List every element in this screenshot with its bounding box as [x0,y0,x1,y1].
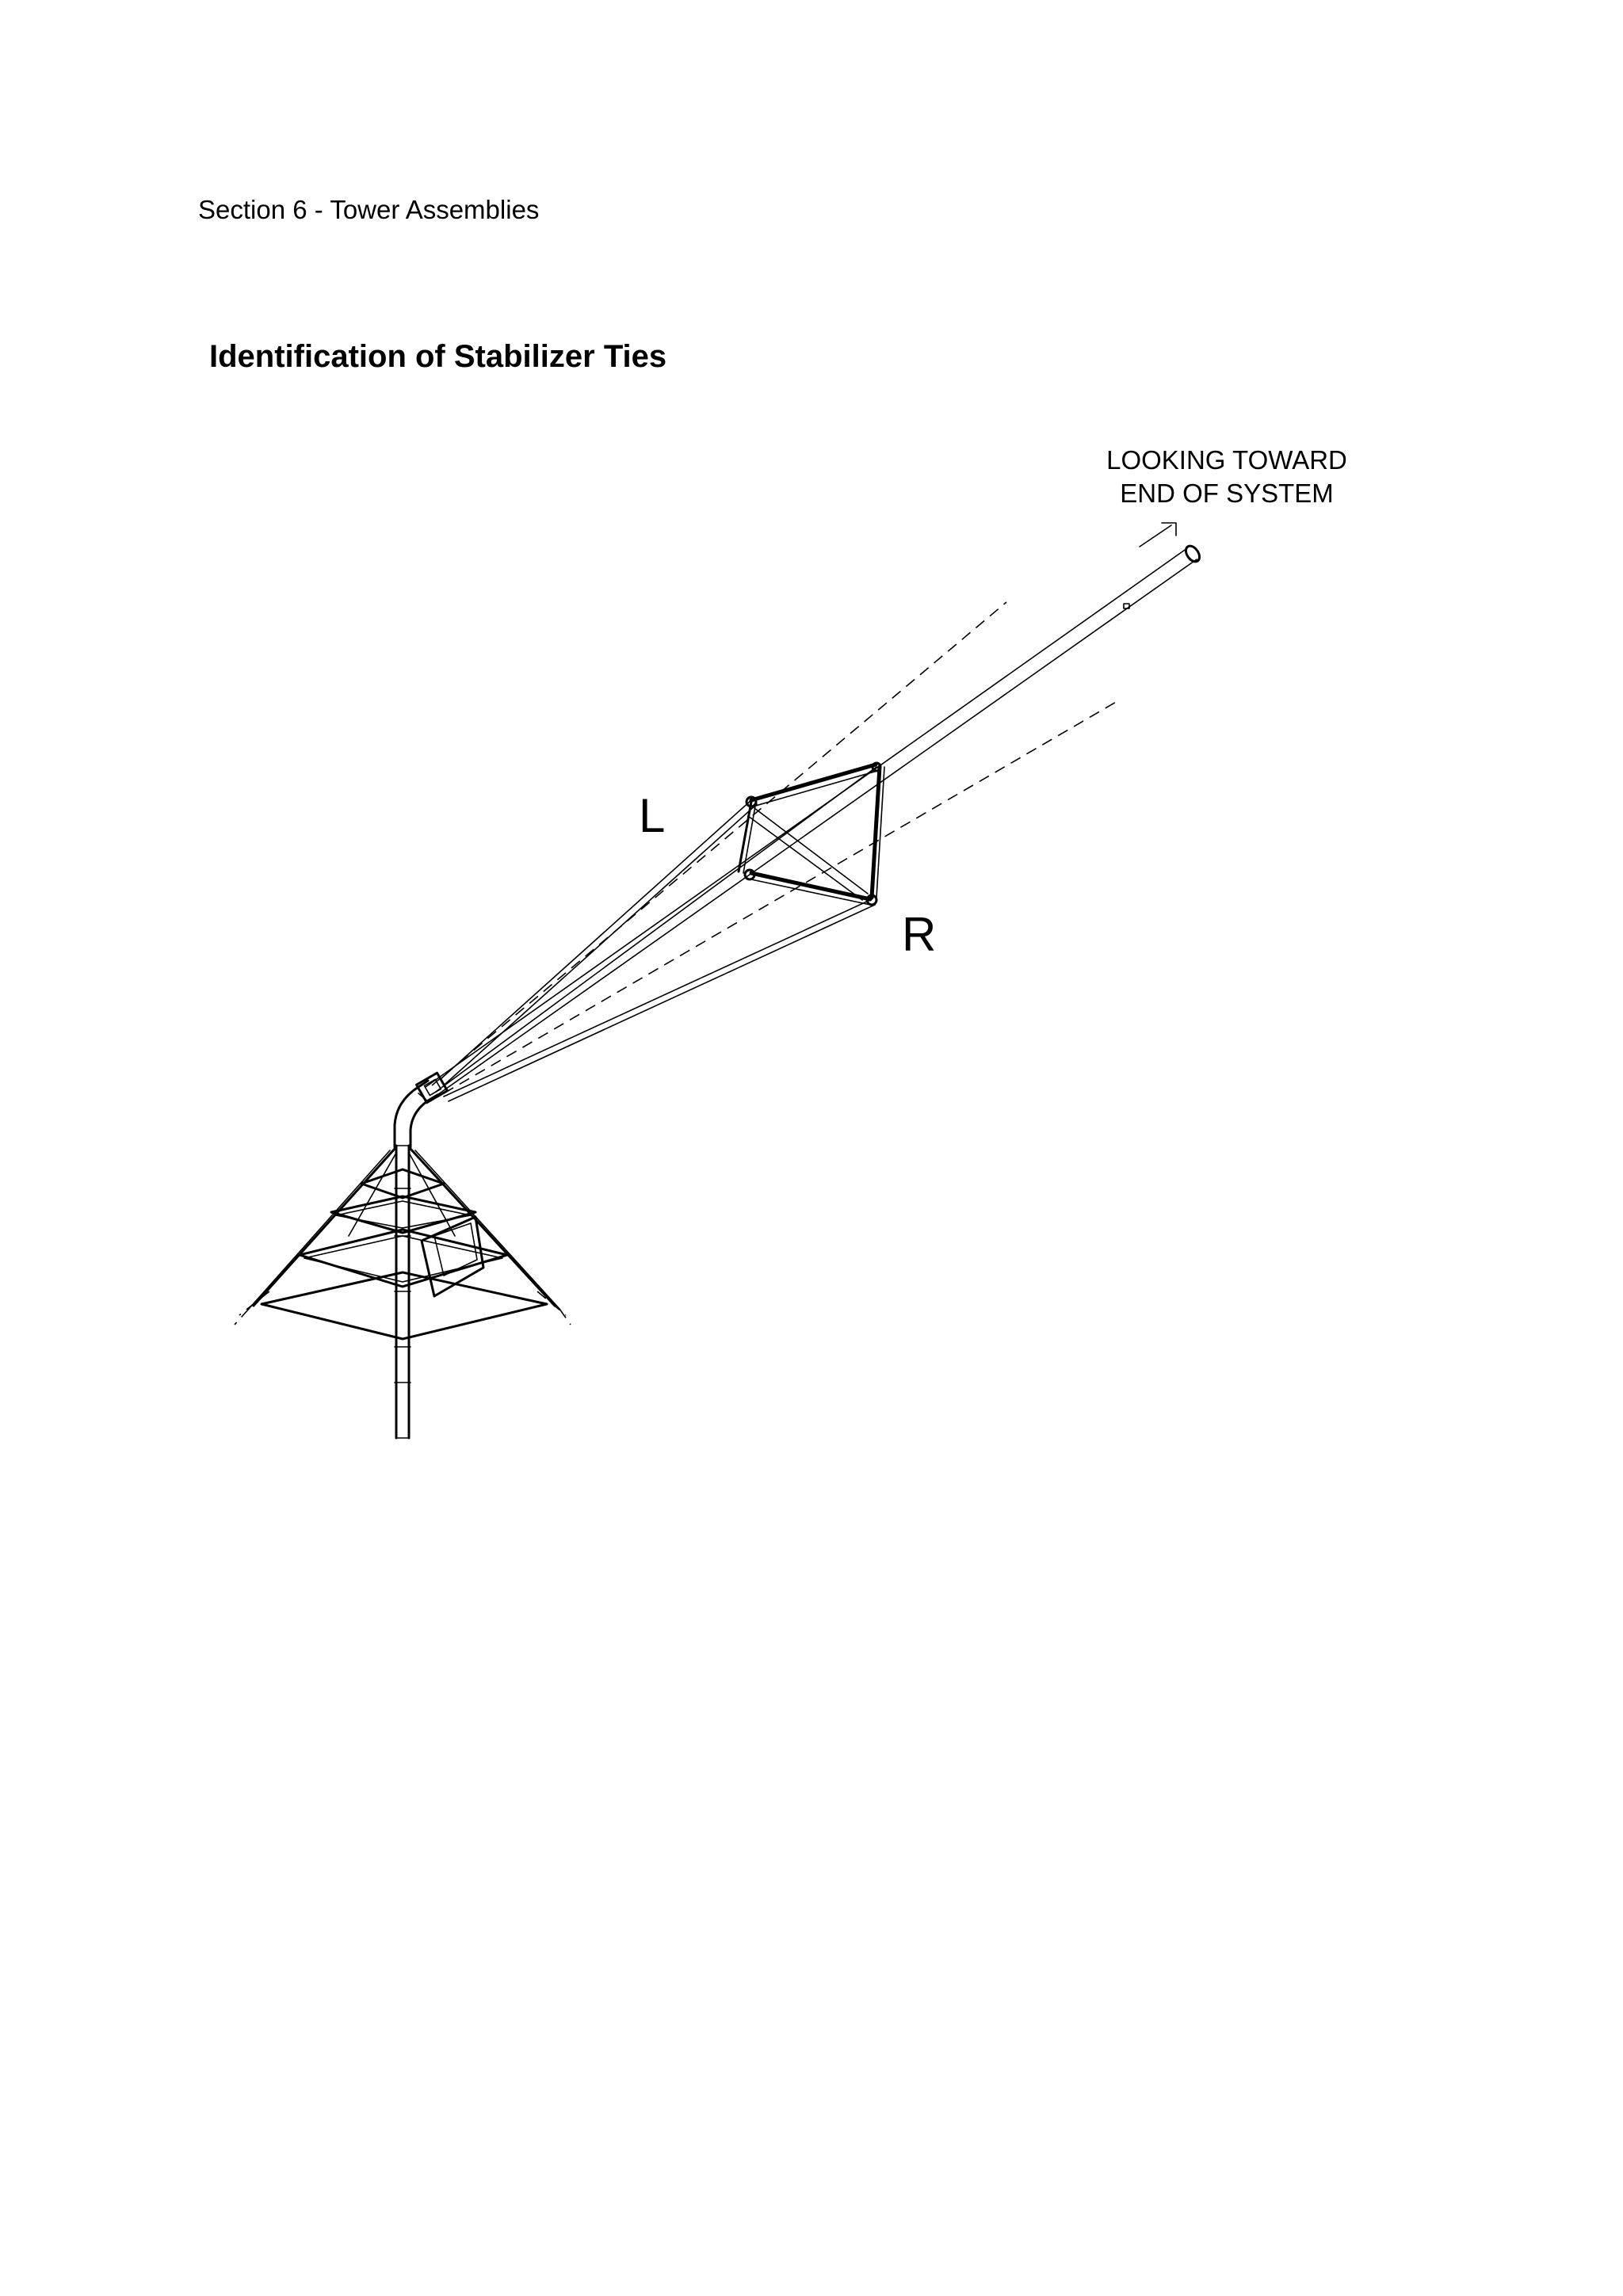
projection-lines [431,601,1118,1094]
span-pipe [425,544,1201,1097]
pivot-tower [234,1144,571,1440]
pivot-elbow [393,1071,449,1149]
figure-title: Identification of Stabilizer Ties [209,339,667,374]
view-direction-arrow [1139,522,1177,547]
right-side-label: R [902,908,936,961]
stabilizer-tie-frame [737,761,885,906]
left-side-label: L [639,789,665,842]
section-header: Section 6 - Tower Assemblies [198,195,540,224]
view-label-line2: END OF SYSTEM [1120,479,1334,508]
tie-rods [435,766,877,1102]
view-label-line1: LOOKING TOWARD [1106,445,1347,475]
